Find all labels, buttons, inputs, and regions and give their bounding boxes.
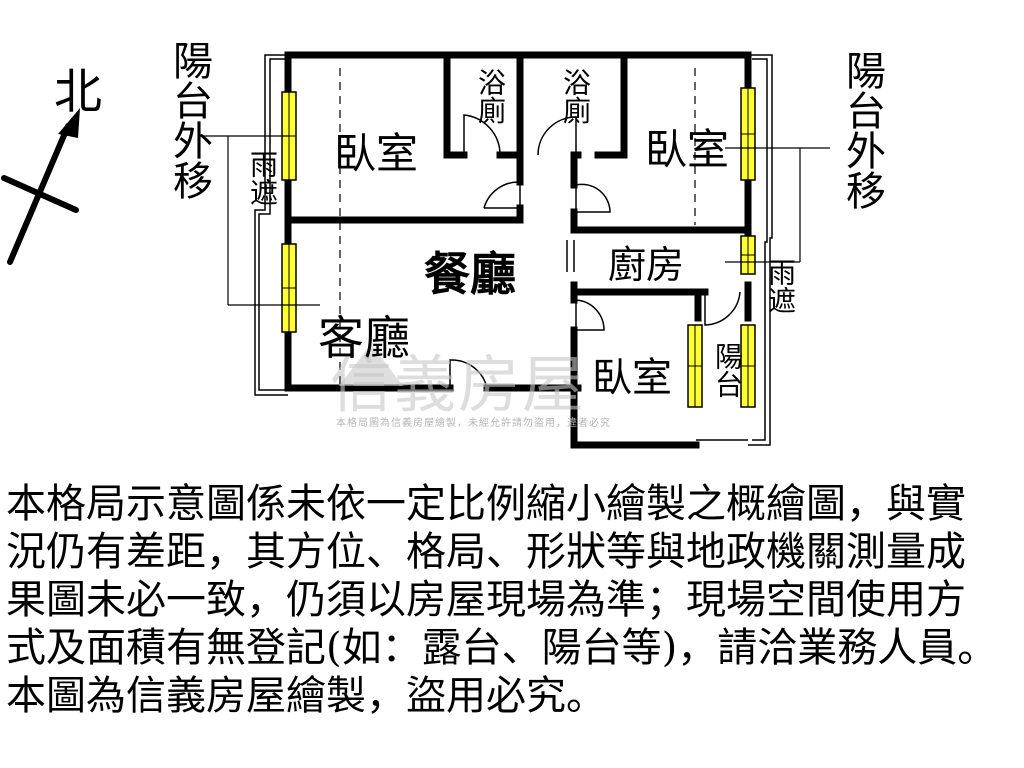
door-bath-right: [537, 116, 577, 156]
compass-north-label: 北: [54, 64, 103, 120]
leader-lines: [200, 135, 830, 306]
room-bath-right: 浴廁: [559, 68, 592, 124]
annotation-balcony-moved-right: 陽台外移: [839, 50, 885, 210]
door-bedroom-nw: [483, 181, 521, 209]
disclaimer-text: 本格局示意圖係未依一定比例縮小繪製之概繪圖，與實 況仍有差距，其方位、格局、形狀…: [6, 481, 998, 719]
kitchen-opening: [566, 240, 575, 272]
compass-arrow-icon: [1, 123, 79, 265]
room-kitchen: 廚房: [608, 243, 685, 287]
floor-plan: [1, 51, 830, 449]
room-living: 客廳: [318, 311, 410, 365]
annotation-rain-shelter-right: 雨遮: [764, 258, 797, 314]
annotation-rain-shelter-left: 雨遮: [246, 150, 279, 206]
watermark-logo-icon: [339, 344, 403, 386]
compass-arrowhead-icon: [58, 108, 80, 138]
door-balcony-s: [704, 291, 741, 326]
room-balcony-s: 陽台: [711, 342, 744, 398]
door-bedroom-ne: [575, 183, 611, 213]
dashed-guides: [339, 68, 696, 385]
room-bedroom-s: 臥室: [592, 355, 672, 401]
room-bedroom-nw: 臥室: [334, 129, 419, 178]
room-bath-left: 浴廁: [474, 68, 507, 124]
annotation-balcony-moved-left: 陽台外移: [166, 40, 212, 200]
door-bedroom-s: [575, 299, 605, 331]
room-bedroom-ne: 臥室: [645, 125, 730, 174]
doors: [449, 114, 741, 389]
room-dining: 餐廳: [424, 247, 516, 301]
door-entrance: [449, 359, 488, 389]
balcony-outline: [254, 54, 773, 446]
door-bath-left: [463, 114, 501, 156]
watermark-notice: 本格局圖為信義房屋繪製，未經允許請勿盜用，違者必究: [336, 418, 611, 429]
